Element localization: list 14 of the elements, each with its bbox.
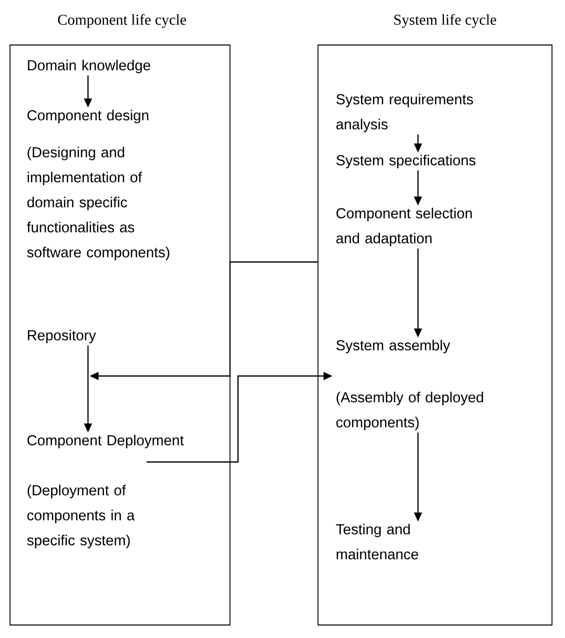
- panel-title: Component life cycle: [58, 14, 186, 28]
- panel-title: System life cycle: [394, 14, 496, 28]
- step-label: Testing and maintenance: [336, 524, 418, 560]
- step-label: System specifications: [336, 154, 476, 168]
- step-label: System assembly: [336, 340, 450, 354]
- step-description: (Assembly of deployed components): [336, 392, 484, 430]
- step-label: System requirements analysis: [336, 94, 473, 132]
- step-label: Repository: [28, 330, 96, 344]
- step-description: (Deployment of components in a specific system): [27, 484, 135, 548]
- step-label: Component Deployment: [27, 434, 184, 448]
- step-description: (Designing and implementation of domain specific functionalities as software components): [26, 146, 170, 260]
- step-label: Component selection and adaptation: [336, 208, 472, 246]
- step-label: Domain knowledge: [28, 60, 150, 74]
- step-label: Component design: [27, 110, 148, 124]
